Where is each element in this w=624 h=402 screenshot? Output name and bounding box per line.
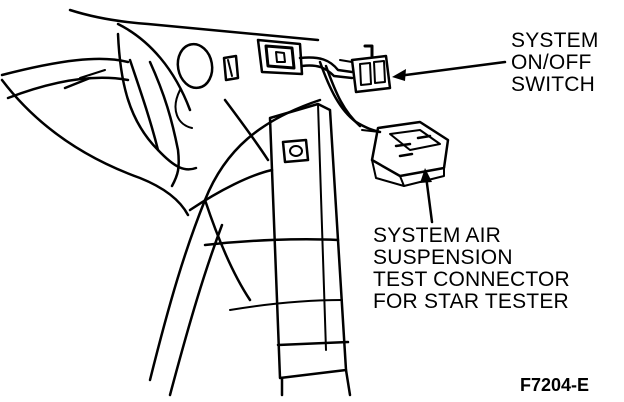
trunk-panel-outline bbox=[0, 8, 352, 397]
on-off-switch-callout: SYSTEM ON/OFF SWITCH bbox=[511, 30, 599, 96]
callout-line: TEST CONNECTOR bbox=[373, 268, 570, 291]
test-connector bbox=[361, 120, 450, 187]
callout-line: SWITCH bbox=[511, 73, 596, 96]
callout-line: ON/OFF bbox=[511, 51, 592, 74]
callout-line: FOR STAR TESTER bbox=[373, 290, 569, 313]
leader-arrows bbox=[392, 60, 507, 224]
on-off-switch-connector bbox=[339, 44, 392, 94]
callout-line: SYSTEM bbox=[511, 29, 599, 52]
callout-line: SUSPENSION bbox=[373, 246, 513, 269]
wiring-harness bbox=[298, 56, 382, 134]
figure-code: F7204-E bbox=[520, 375, 590, 395]
callout-line: SYSTEM AIR bbox=[373, 224, 502, 247]
test-connector-callout: SYSTEM AIR SUSPENSION TEST CONNECTOR FOR… bbox=[373, 225, 570, 313]
